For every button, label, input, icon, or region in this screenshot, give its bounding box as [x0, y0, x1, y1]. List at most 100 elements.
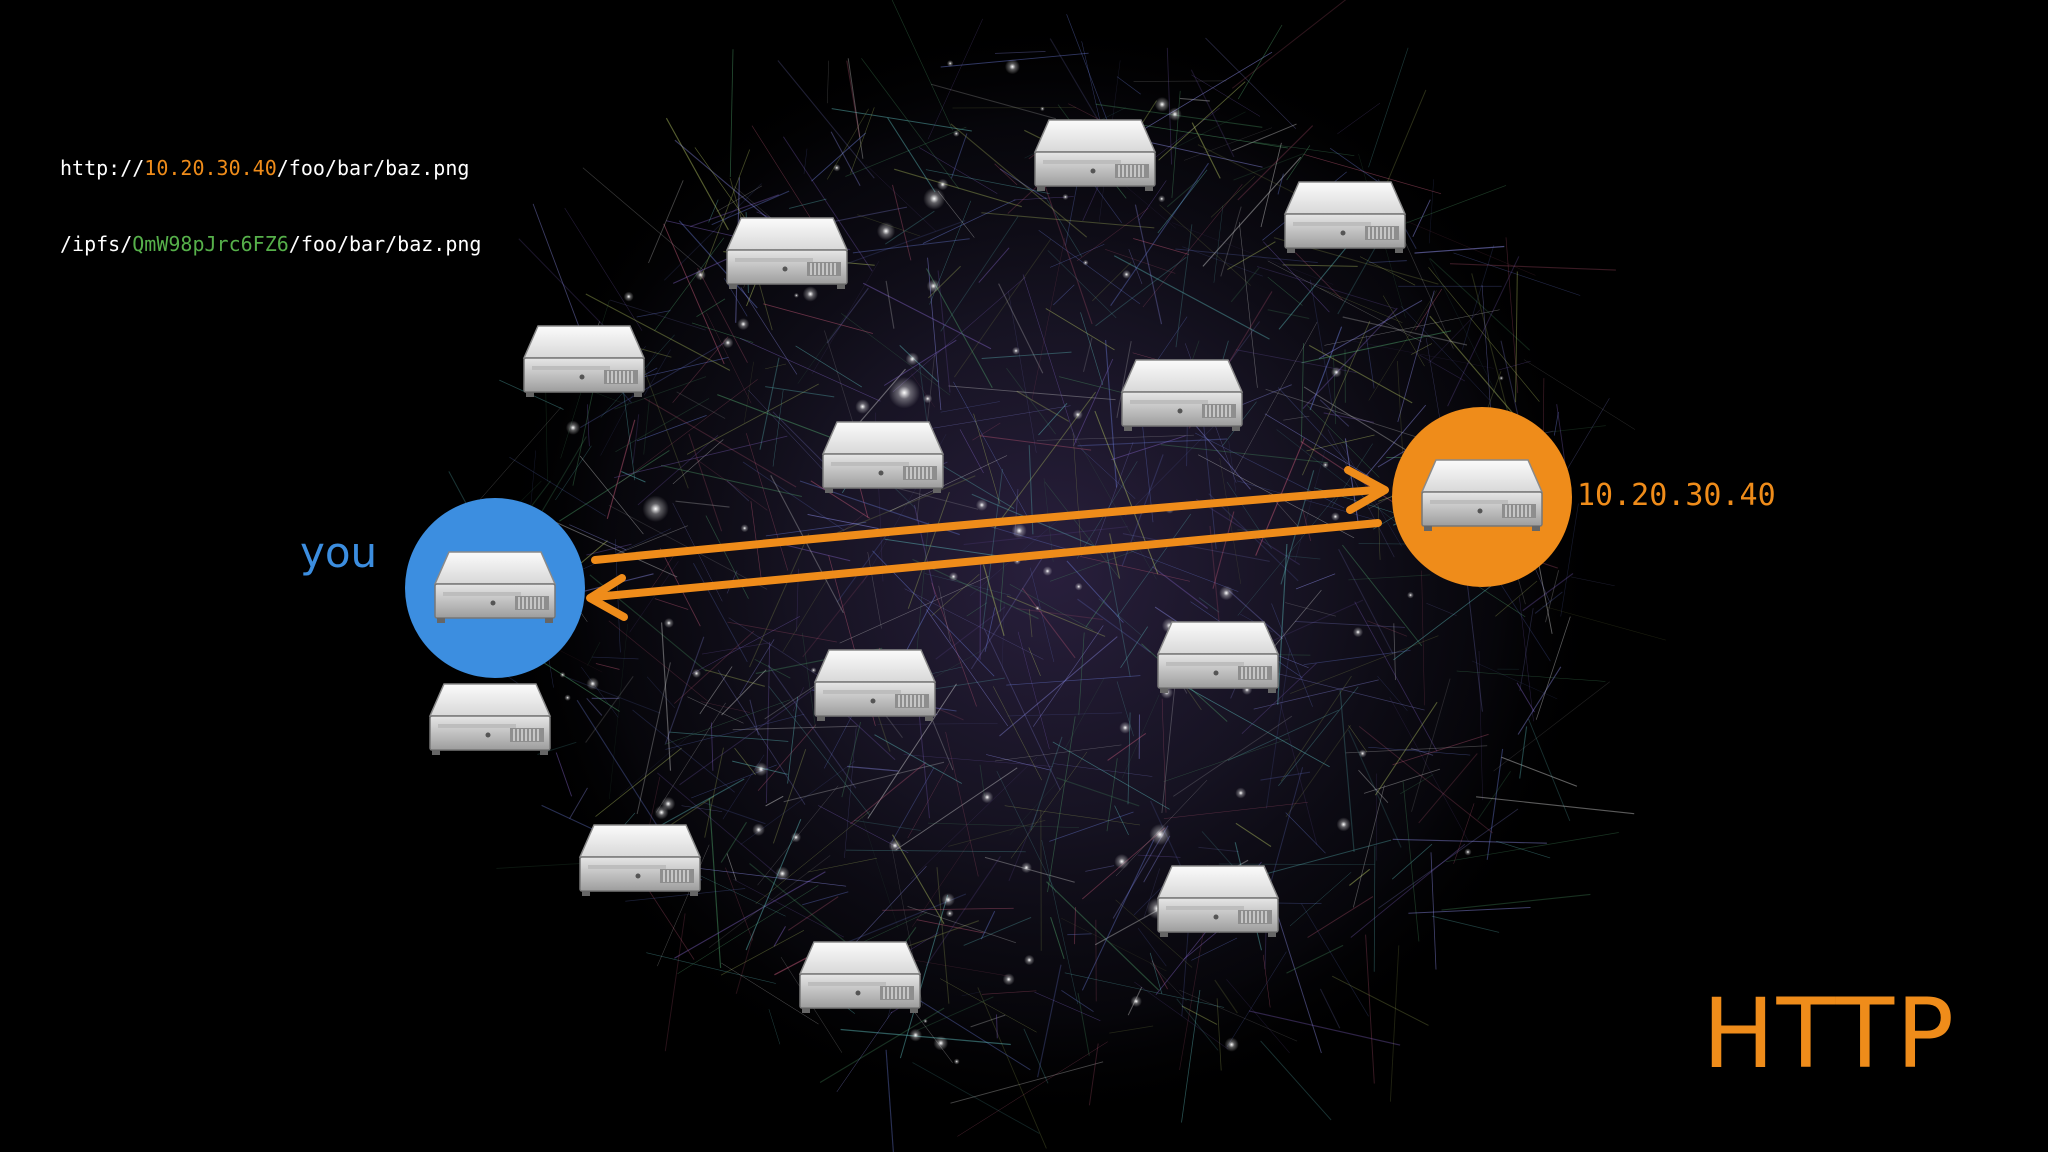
network-edge [853, 819, 921, 831]
network-edge [765, 363, 787, 370]
network-edge [1120, 626, 1149, 669]
network-edge [1072, 433, 1082, 556]
network-edge [899, 345, 939, 383]
network-edge [940, 401, 1000, 413]
network-edge [663, 223, 725, 365]
network-edge [706, 312, 752, 404]
network-edge [963, 526, 1128, 546]
network-edge [983, 628, 1061, 791]
network-hub [1114, 854, 1130, 869]
network-edge [1368, 746, 1471, 756]
network-edge [606, 419, 636, 519]
network-edge [1179, 97, 1210, 102]
network-edge [1046, 881, 1160, 991]
network-edge [1022, 274, 1077, 443]
network-edge [1017, 631, 1050, 750]
network-edge [768, 1009, 781, 1045]
network-edge [1047, 716, 1076, 893]
network-edge [1419, 354, 1466, 382]
network-edge [893, 486, 917, 510]
network-hub [876, 222, 896, 241]
network-edge [867, 683, 957, 819]
network-edge [972, 422, 1001, 441]
network-edge [1191, 74, 1261, 117]
network-edge [1306, 434, 1375, 452]
network-edge [1047, 250, 1117, 319]
network-edge [1179, 989, 1298, 1042]
network-edge [1556, 404, 1566, 467]
network-edge [1226, 951, 1287, 1048]
network-edge [1036, 434, 1194, 441]
network-hub [905, 352, 919, 366]
network-edge [982, 468, 1003, 629]
network-edge [1219, 458, 1242, 584]
network-edge [1034, 991, 1101, 1021]
network-edge [830, 131, 861, 186]
network-hub [691, 668, 702, 679]
network-edge [595, 747, 682, 817]
network-edge [1137, 854, 1181, 858]
http-url-prefix: http:// [60, 156, 145, 180]
server-icon [1157, 865, 1279, 938]
network-edge [765, 795, 784, 807]
network-hub [642, 495, 669, 522]
network-edge [1465, 574, 1483, 712]
network-edge [717, 394, 833, 439]
network-edge [1368, 290, 1437, 401]
network-edge [1260, 771, 1311, 781]
network-edge [565, 676, 661, 714]
network-edge [1260, 142, 1282, 228]
network-edge [1122, 694, 1160, 779]
network-edge [1471, 660, 1558, 700]
network-edge [1324, 309, 1500, 346]
network-edge [837, 475, 976, 534]
network-edge [772, 389, 784, 467]
network-edge [1374, 701, 1438, 796]
network-edge [1302, 320, 1371, 476]
network-edge [981, 212, 1155, 229]
network-edge [687, 696, 744, 724]
network-edge [1265, 388, 1418, 438]
network-edge [994, 744, 1122, 762]
network-hub [1072, 409, 1083, 420]
network-edge [1415, 288, 1443, 331]
network-edge [618, 379, 758, 484]
network-edge [885, 210, 935, 245]
network-edge [661, 622, 672, 771]
network-edge [765, 386, 835, 398]
network-edge [892, 184, 912, 261]
ipfs-url-path: /foo/bar/baz.png [288, 232, 482, 256]
network-edge [1418, 753, 1478, 824]
network-edge [999, 168, 1047, 200]
network-edge [1354, 601, 1438, 752]
network-hub [654, 805, 669, 820]
network-edge [1028, 609, 1033, 638]
network-edge [1345, 745, 1488, 754]
network-edge [1241, 662, 1317, 735]
network-edge [1392, 733, 1489, 766]
network-hub [754, 762, 768, 777]
network-edge [1308, 344, 1413, 404]
network-hub [1004, 59, 1020, 75]
network-edge [580, 342, 725, 429]
network-edge [1294, 451, 1326, 562]
network-edge [749, 863, 856, 951]
network-edge [1004, 805, 1141, 826]
network-edge [772, 749, 807, 844]
network-edge [1107, 732, 1147, 761]
network-edge [840, 709, 896, 761]
network-edge [1134, 981, 1229, 1050]
network-edge [787, 696, 799, 784]
network-edge [569, 524, 627, 551]
network-edge [1309, 279, 1334, 412]
network-edge [1138, 180, 1167, 221]
network-edge [1176, 998, 1219, 1051]
network-hub [752, 823, 765, 836]
network-edge [1166, 180, 1199, 208]
network-edge [727, 621, 837, 643]
network-edge [1553, 411, 1559, 436]
network-edge [1359, 256, 1416, 286]
network-edge [1198, 846, 1239, 853]
network-edge [726, 480, 750, 502]
